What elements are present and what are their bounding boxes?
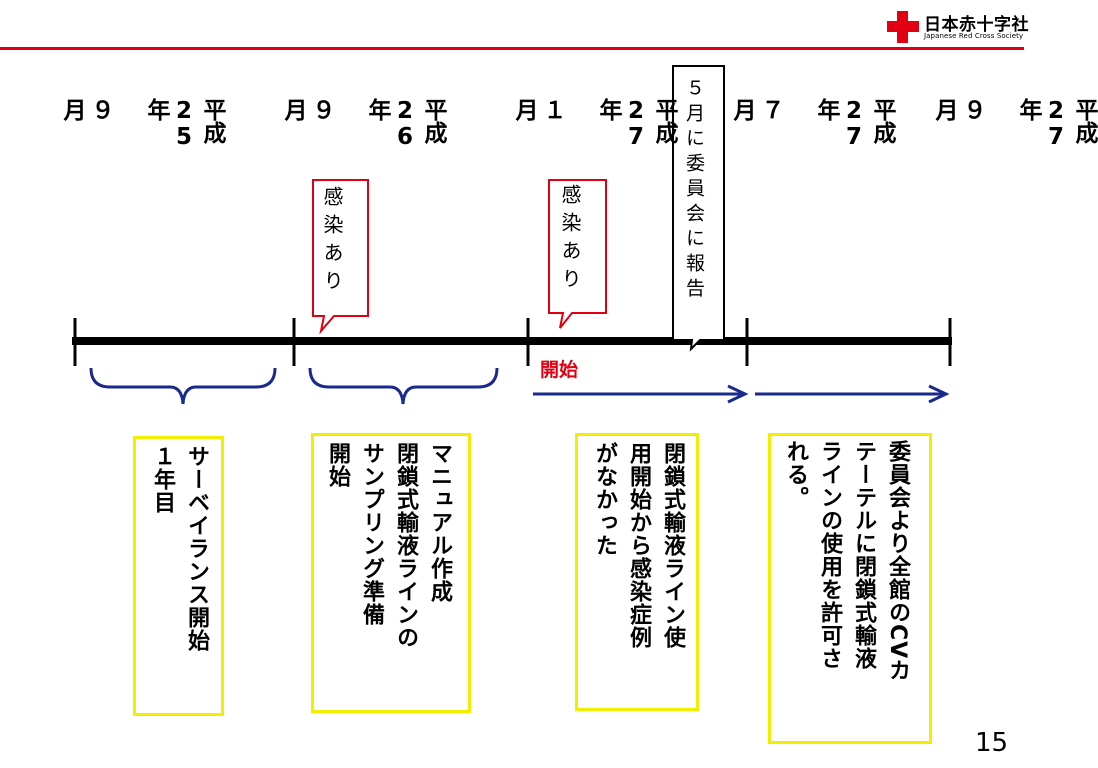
note-box-approval bbox=[768, 433, 932, 744]
header-divider bbox=[0, 47, 1024, 50]
timeline-graphic bbox=[72, 65, 952, 405]
period-label-h27-7: 平成 27 年 ７ 月 bbox=[729, 98, 895, 150]
logo-name-ja: 日本赤十字社 bbox=[924, 15, 1029, 35]
infection-callout-1-text: 感染あり bbox=[320, 186, 344, 298]
note-approval-text: 委員会より全館のCVカ テーテルに閉鎖式輸液 ラインの使用を許可さ れる。 bbox=[783, 440, 910, 683]
brace-preparation bbox=[308, 367, 499, 405]
note-manual-text: マニュアル作成 閉鎖式輸液ラインの サンプリング準備 開始 bbox=[325, 442, 452, 649]
note-box-surveillance bbox=[133, 436, 224, 716]
arrowhead bbox=[928, 384, 950, 404]
logo-name-en: Japanese Red Cross Society bbox=[924, 32, 1024, 40]
period-label-h27-1: 平成 27 年 １ 月 bbox=[511, 98, 677, 150]
period-label-h26-9: 平成 26 年 ９ 月 bbox=[280, 98, 446, 150]
note-surveillance-text: サーベイランス開始 １年目 bbox=[150, 445, 209, 652]
note-box-no-infection bbox=[575, 433, 699, 711]
period-label-h25-9: 平成 25 年 ９ 月 bbox=[59, 98, 225, 150]
brace-year-1 bbox=[89, 367, 277, 405]
arrowhead bbox=[727, 384, 749, 404]
start-label: 開始 bbox=[540, 359, 579, 381]
page-number: 15 bbox=[975, 728, 1009, 758]
period-label-h27-9: 平成 27 年 ９ 月 bbox=[931, 98, 1097, 150]
note-box-manual bbox=[311, 433, 471, 713]
committee-report-callout bbox=[672, 65, 725, 352]
infection-callout-1 bbox=[312, 179, 369, 335]
infection-callout-2 bbox=[548, 179, 607, 329]
note-no-infection-text: 閉鎖式輸液ライン使 用開始から感染症例 がなかった bbox=[592, 442, 685, 649]
red-cross-logo: 日本赤十字社 Japanese Red Cross Society bbox=[886, 10, 1029, 44]
red-cross-icon bbox=[886, 10, 920, 44]
infection-callout-2-text: 感染あり bbox=[558, 184, 582, 296]
committee-report-text: ５月に委員会に報告 bbox=[683, 78, 705, 303]
